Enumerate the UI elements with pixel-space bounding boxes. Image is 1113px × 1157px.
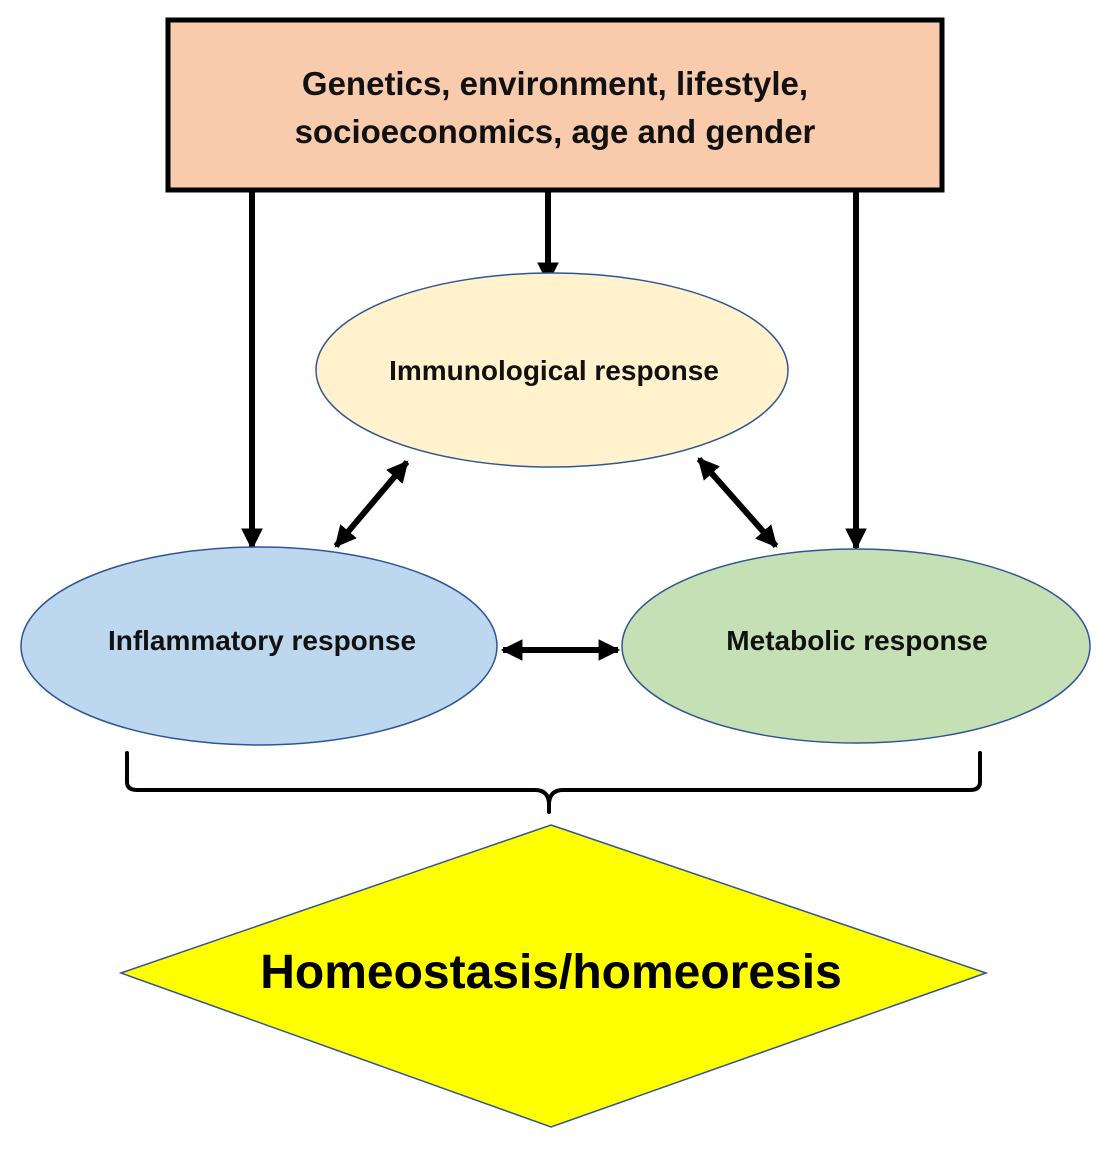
metabolic-label: Metabolic response [726,625,987,656]
inflammatory-ellipse [20,546,498,746]
factors-box-rect [165,17,945,193]
factors-line-1: Genetics, environment, lifestyle, [302,65,808,102]
immunological-node: Immunological response [315,272,789,468]
immunological-ellipse [315,272,789,468]
immunological-label: Immunological response [389,355,719,386]
metabolic-ellipse [621,548,1091,744]
arrow-immunological-inflammatory [333,460,410,548]
inflammatory-label: Inflammatory response [108,625,416,656]
grouping-brace [125,751,982,814]
outcome-diamond [118,824,989,1128]
outcome-node: Homeostasis/homeoresis [118,824,989,1128]
arrow-immunological-metabolic [696,457,779,548]
inflammatory-node: Inflammatory response [20,546,498,746]
factors-line-2: socioeconomics, age and gender [295,113,816,150]
outcome-label: Homeostasis/homeoresis [260,946,842,999]
factors-box: Genetics, environment, lifestyle, socioe… [165,17,945,193]
metabolic-node: Metabolic response [621,548,1091,744]
